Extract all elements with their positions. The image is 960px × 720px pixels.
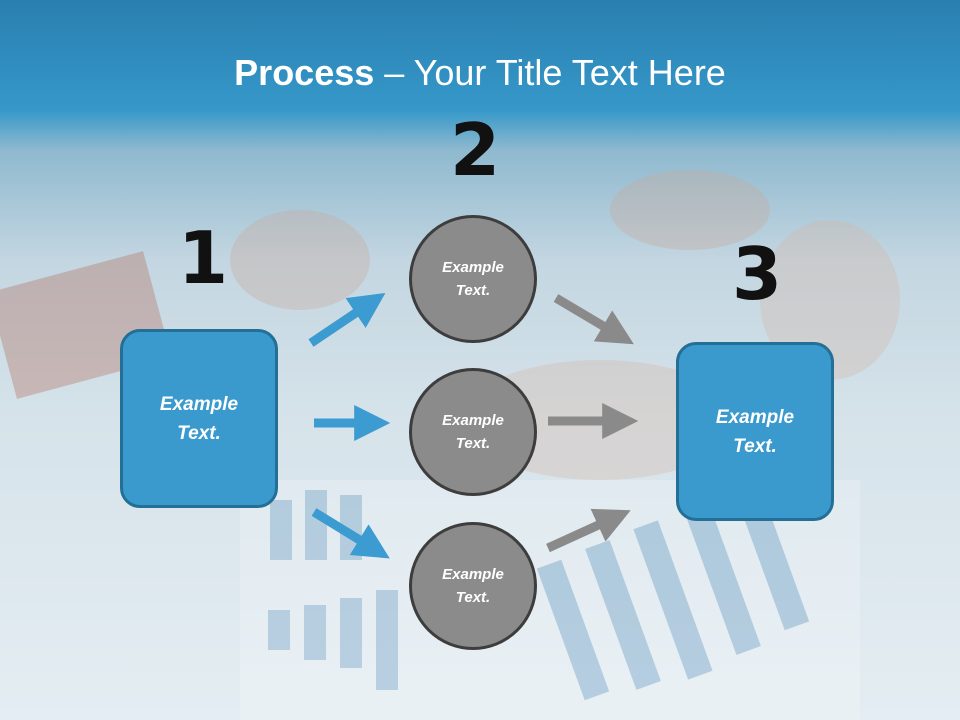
circle-top: Example Text.	[409, 215, 537, 343]
title-rest: – Your Title Text Here	[374, 52, 726, 93]
arrow-gray-down-right-icon	[553, 294, 634, 345]
slide-title: Process – Your Title Text Here	[0, 52, 960, 94]
circle-top-label: Example Text.	[442, 259, 504, 299]
circle-middle-label: Example Text.	[442, 412, 504, 452]
step-number-3: 3	[732, 232, 783, 316]
step-number-1: 1	[178, 216, 229, 300]
circle-bottom-label: Example Text.	[442, 566, 504, 606]
arrow-up-right-icon	[308, 292, 386, 347]
title-bold: Process	[234, 52, 375, 93]
end-box-label: Example Text.	[715, 406, 795, 457]
circle-middle: Example Text.	[409, 368, 537, 496]
start-box: Example Text.	[120, 329, 278, 508]
arrow-gray-up-right-icon	[546, 508, 631, 553]
step-number-2: 2	[450, 108, 501, 192]
end-box: Example Text.	[676, 342, 834, 521]
start-box-label: Example Text.	[159, 393, 239, 444]
arrow-down-right-icon	[311, 508, 390, 559]
circle-bottom: Example Text.	[409, 522, 537, 650]
